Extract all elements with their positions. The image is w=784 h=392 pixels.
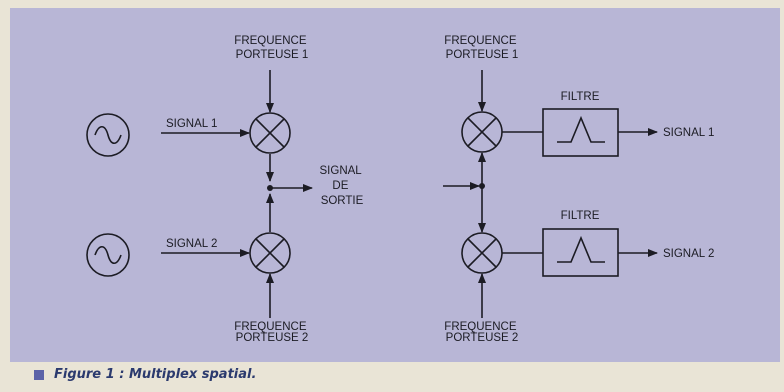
signal-1-out-label: SIGNAL 1 bbox=[663, 127, 714, 139]
signal-2-in-label: SIGNAL 2 bbox=[166, 238, 217, 250]
oscillator-1-icon bbox=[86, 113, 130, 157]
figure-caption: Figure 1 : Multiplex spatial. bbox=[34, 367, 256, 382]
diagram-panel bbox=[10, 8, 780, 362]
caption-bullet-icon bbox=[34, 369, 44, 380]
mixer-3-icon bbox=[461, 111, 503, 153]
signal-1-in-label: SIGNAL 1 bbox=[166, 118, 217, 130]
output-label: SIGNAL DE SORTIE bbox=[320, 165, 365, 207]
oscillator-2-icon bbox=[86, 233, 130, 277]
filter-2-icon bbox=[542, 228, 619, 277]
filter-2-label: FILTRE bbox=[561, 210, 600, 222]
right-carrier-top-label: FREQUENCE PORTEUSE 1 bbox=[444, 35, 519, 61]
left-carrier-top-label: FREQUENCE PORTEUSE 1 bbox=[234, 35, 309, 61]
mixer-4-icon bbox=[461, 232, 503, 274]
filter-1-icon bbox=[542, 108, 619, 157]
right-carrier-bottom-label: FREQUENCE PORTEUSE 2 bbox=[444, 321, 519, 344]
caption-text: Figure 1 : Multiplex spatial. bbox=[54, 367, 257, 382]
mixer-2-icon bbox=[249, 232, 291, 274]
mixer-1-icon bbox=[249, 112, 291, 154]
left-carrier-bottom-label: FREQUENCE PORTEUSE 2 bbox=[234, 321, 309, 344]
signal-2-out-label: SIGNAL 2 bbox=[663, 248, 714, 260]
filter-1-label: FILTRE bbox=[561, 91, 600, 103]
